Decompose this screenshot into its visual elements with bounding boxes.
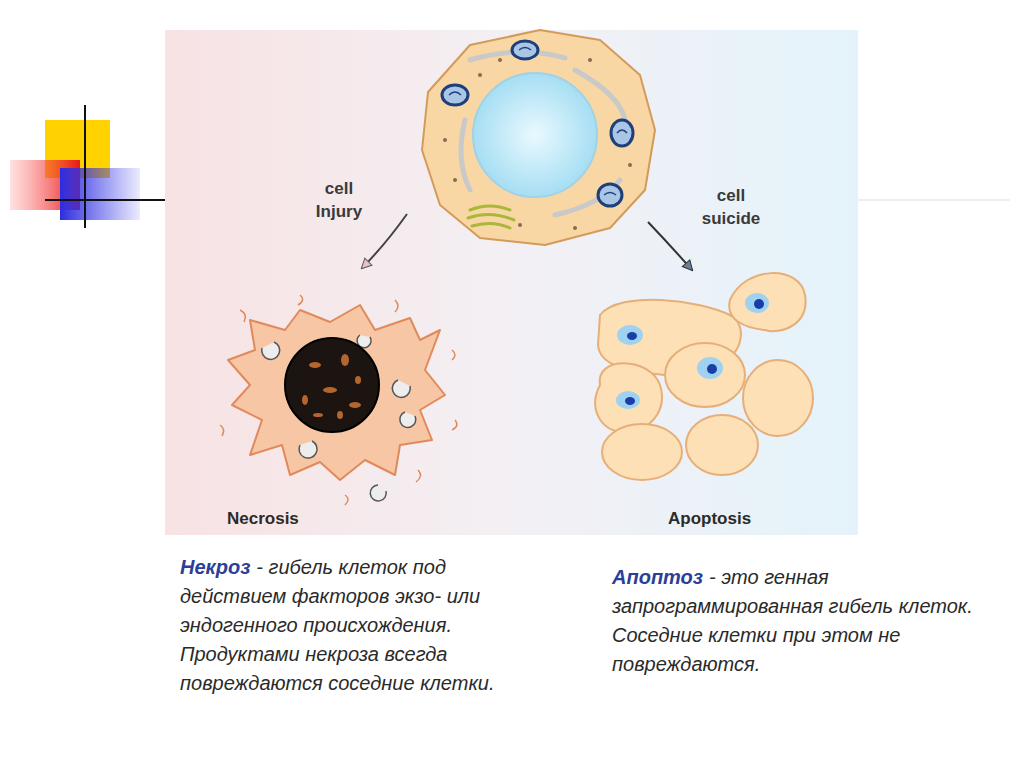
deco-line xyxy=(858,199,1010,201)
cell-label: Apoptosis xyxy=(668,509,751,529)
definition-text: Апоптоз- это генная запрограммированная … xyxy=(612,563,994,679)
deco-square xyxy=(60,168,140,220)
deco-line xyxy=(45,199,165,201)
term: Апоптоз xyxy=(612,566,703,588)
arrow-label: cell Injury xyxy=(306,178,372,224)
deco-line xyxy=(84,105,86,228)
cell-label: Necrosis xyxy=(227,509,299,529)
definition-text: Некроз- гибель клеток под действием факт… xyxy=(180,553,532,698)
apoptotic-bodies xyxy=(595,273,813,480)
necrosis-cell: Necrosis xyxy=(215,290,465,535)
arrow xyxy=(362,214,407,268)
arrow xyxy=(648,222,692,270)
image-panel xyxy=(165,30,858,535)
apoptosis-cell: Apoptosis xyxy=(585,260,820,535)
apoptotic-nuclei xyxy=(616,293,769,409)
arrow-label: cell suicide xyxy=(690,185,772,231)
normal-cell xyxy=(422,30,655,245)
term: Некроз xyxy=(180,556,250,578)
necrotic-cell xyxy=(220,295,457,505)
